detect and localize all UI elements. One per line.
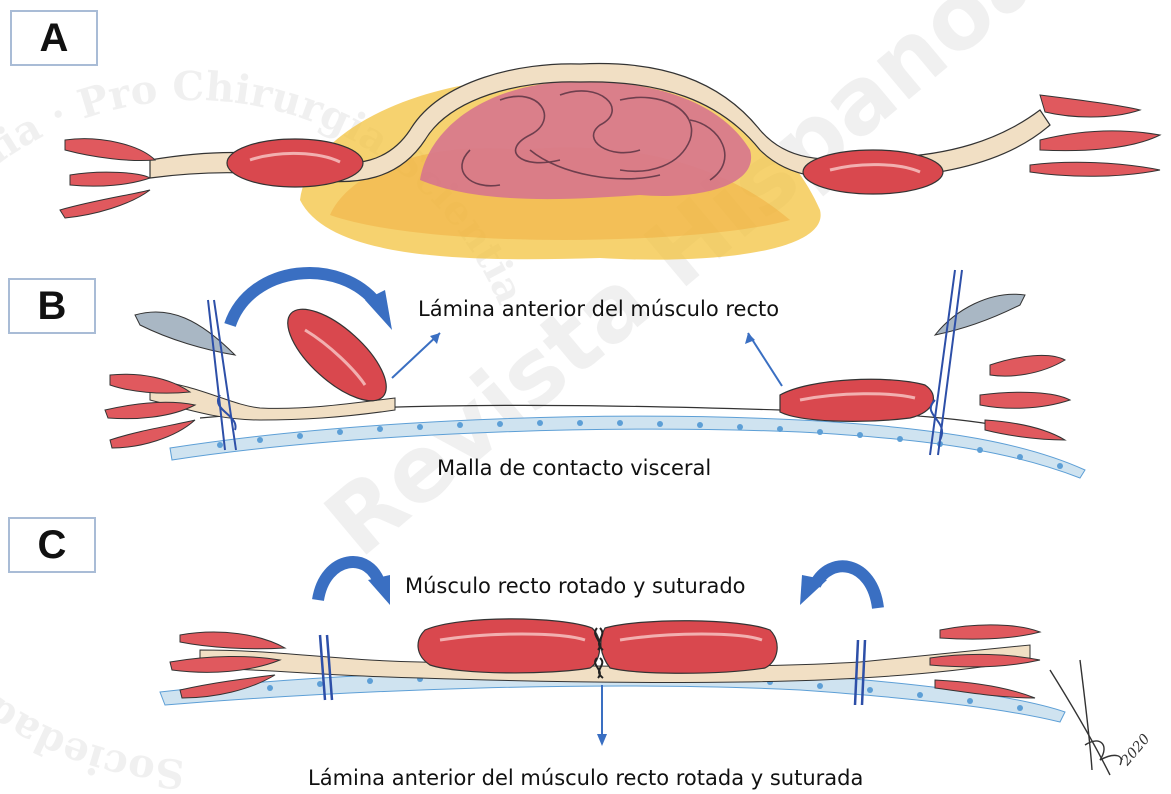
caption-visceral-mesh: Malla de contacto visceral xyxy=(437,456,711,480)
caption-anterior-lamina: Lámina anterior del músculo recto xyxy=(418,297,779,321)
forceps-left-icon xyxy=(135,312,235,355)
pointer-arrow-right xyxy=(748,333,782,386)
watermark-diagonal-text: Revista Hispanoamericana de Hernia xyxy=(305,0,1171,577)
suture-right-b xyxy=(930,270,962,455)
panel-label-b: B xyxy=(8,278,96,334)
panel-label-c: C xyxy=(8,517,96,573)
rectus-muscle-right xyxy=(803,150,943,194)
lateral-muscles-right xyxy=(1030,95,1160,176)
rotation-arrow-right-icon xyxy=(815,566,878,608)
caption-rotated-muscle: Músculo recto rotado y suturado xyxy=(405,574,746,598)
rectus-muscle-left xyxy=(227,139,363,187)
pointer-arrow-left xyxy=(392,333,440,378)
rectus-muscle-left-c xyxy=(418,619,600,673)
panel-label-a: A xyxy=(10,10,98,66)
rectus-muscle-right-c xyxy=(601,621,777,674)
caption-rotated-lamina: Lámina anterior del músculo recto rotada… xyxy=(308,766,863,790)
lateral-muscles-left xyxy=(60,139,155,218)
